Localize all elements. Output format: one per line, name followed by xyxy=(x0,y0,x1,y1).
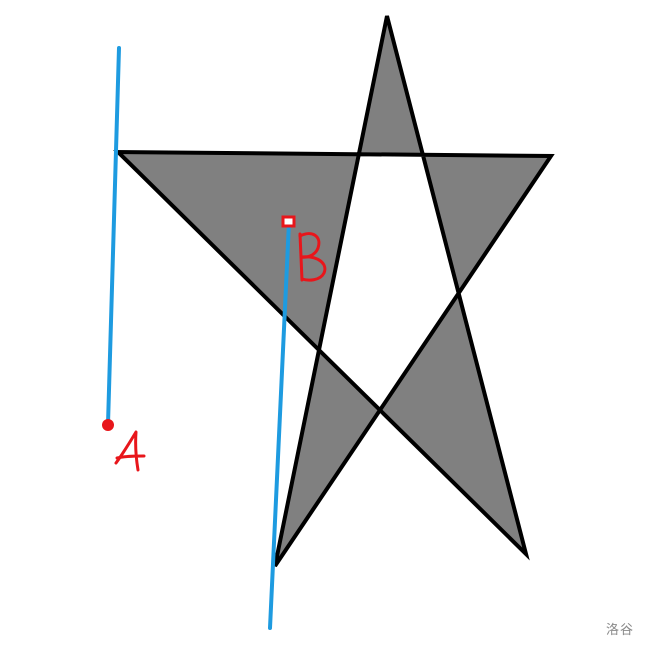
point-b-label xyxy=(298,232,327,282)
ray-from-point-a xyxy=(106,46,121,426)
point-b-marker xyxy=(281,215,296,228)
point-a-marker xyxy=(102,419,114,431)
watermark-text: 洛谷 xyxy=(605,623,634,638)
star-fill xyxy=(118,16,551,566)
point-a-label xyxy=(114,430,146,472)
star-outline xyxy=(113,15,555,568)
ray-from-point-b xyxy=(268,220,291,630)
